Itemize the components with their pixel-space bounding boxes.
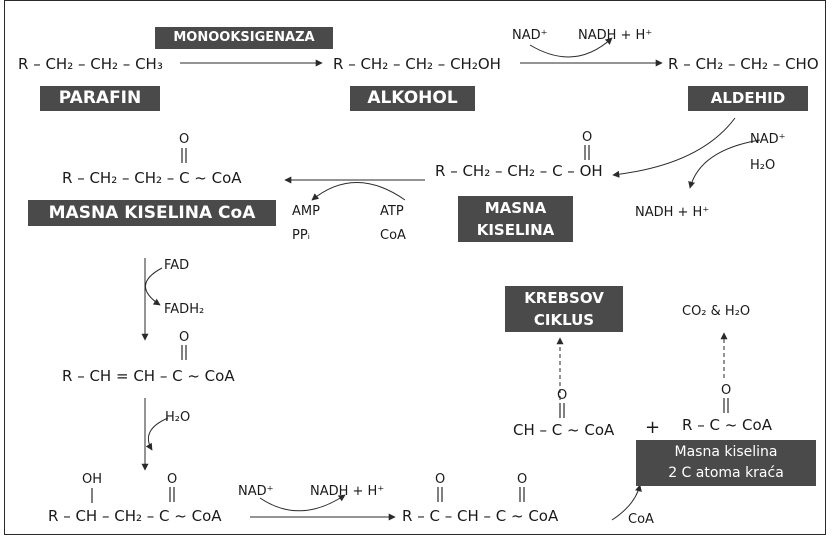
hydroxyl-group: OH bbox=[82, 472, 103, 487]
label-masna-line1: MASNA bbox=[484, 199, 547, 217]
cofactor-nad-1: NAD⁺ bbox=[512, 28, 548, 43]
arc-nad-h2o bbox=[688, 139, 761, 189]
cofactor-h2o-2: H₂O bbox=[165, 410, 191, 425]
label-krebsov-line2: CIKLUS bbox=[533, 311, 595, 329]
cofactor-h2o-1: H₂O bbox=[750, 158, 776, 173]
arc-nad-nadh-1 bbox=[529, 37, 613, 58]
cofactor-ppi: PPᵢ bbox=[292, 228, 311, 243]
label-parafin: PARAFIN bbox=[40, 86, 160, 111]
label-alkohol: ALKOHOL bbox=[350, 86, 475, 111]
cofactor-amp: AMP bbox=[292, 204, 320, 219]
oxygen-acetil: O bbox=[557, 388, 568, 403]
molecule-masna-kiselina: R – CH₂ – CH₂ – C – OH bbox=[435, 162, 603, 180]
molecule-aldehid: R – CH₂ – CH₂ – CHO bbox=[668, 55, 819, 73]
label-aldehid: ALDEHID bbox=[688, 86, 808, 111]
label-masna-kiselina-coa: MASNA KISELINA CoA bbox=[28, 200, 276, 226]
oxygen-enoil: O bbox=[179, 330, 190, 345]
label-kraca-line1: Masna kiselina bbox=[674, 444, 778, 460]
arc-coa-cleavage bbox=[611, 484, 642, 521]
oxygen-kraci: O bbox=[721, 383, 732, 398]
cofactor-coa-1: CoA bbox=[380, 228, 406, 243]
plus-sign: + bbox=[645, 417, 661, 438]
oxygen-kiselina: O bbox=[582, 130, 593, 145]
product-co2-h2o: CO₂ & H₂O bbox=[682, 304, 751, 319]
cofactor-nadh-1: NADH + H⁺ bbox=[578, 28, 653, 43]
molecule-parafin: R – CH₂ – CH₂ – CH₃ bbox=[18, 55, 163, 73]
oxygen-keto-1: O bbox=[435, 472, 446, 487]
label-masna-line2: KISELINA bbox=[476, 221, 555, 239]
arc-atp-amp bbox=[311, 182, 406, 201]
arc-fad-fadh2 bbox=[145, 267, 163, 306]
diagram-frame bbox=[4, 0, 826, 535]
label-masna-kiselina-kraca: Masna kiselina 2 C atoma kraća bbox=[636, 440, 816, 486]
molecule-kraci-acil-coa: R – C ~ CoA bbox=[682, 416, 772, 434]
label-monooksigenaza: MONOOKSIGENAZA bbox=[155, 27, 333, 49]
molecule-acil-coa: R – CH₂ – CH₂ – C ~ CoA bbox=[62, 169, 242, 187]
cofactor-nadh-2: NADH + H⁺ bbox=[635, 205, 710, 220]
arc-aldehid-kiselina bbox=[612, 117, 736, 178]
label-kraca-line2: 2 C atoma kraća bbox=[668, 465, 784, 481]
oxygen-keto-2: O bbox=[517, 472, 528, 487]
cofactor-atp: ATP bbox=[380, 204, 404, 219]
arc-nad-nadh-2 bbox=[259, 494, 346, 512]
cofactor-fadh2: FADH₂ bbox=[164, 302, 205, 317]
cofactor-nad-2: NAD⁺ bbox=[750, 132, 786, 147]
oxygen-hidroksiacil: O bbox=[167, 472, 178, 487]
molecule-alkohol: R – CH₂ – CH₂ – CH₂OH bbox=[333, 55, 501, 73]
label-krebsov-line1: KREBSOV bbox=[524, 289, 604, 307]
cofactor-coa-2: CoA bbox=[628, 512, 654, 527]
molecule-acetil-coa: CH – C ~ CoA bbox=[513, 421, 615, 439]
label-krebsov-ciklus: KREBSOV CIKLUS bbox=[505, 286, 623, 332]
label-masna-kiselina: MASNA KISELINA bbox=[458, 196, 573, 242]
oxygen-acilcoa: O bbox=[179, 132, 190, 147]
molecule-hidroksiacil-coa: R – CH – CH₂ – C ~ CoA bbox=[48, 507, 222, 525]
cofactor-nad-3: NAD⁺ bbox=[238, 484, 274, 499]
molecule-enoil-coa: R – CH = CH – C ~ CoA bbox=[62, 367, 235, 385]
cofactor-fad: FAD bbox=[164, 258, 190, 273]
molecule-ketoacil-coa: R – C – CH – C ~ CoA bbox=[402, 507, 559, 525]
cofactor-nadh-3: NADH + H⁺ bbox=[310, 484, 385, 499]
arc-h2o bbox=[145, 417, 169, 451]
